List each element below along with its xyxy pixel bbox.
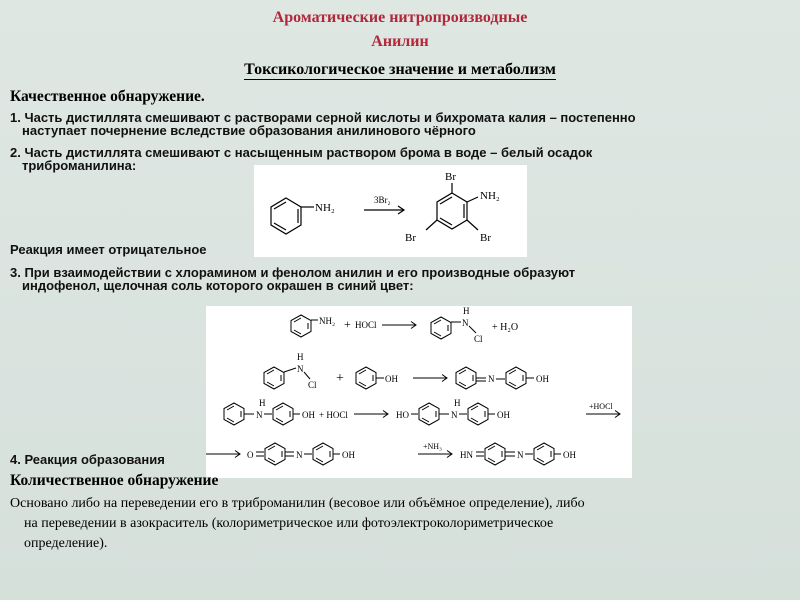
item3-line1: 3. При взаимодействии с хлорамином и фен… (10, 265, 576, 280)
item2-line2: триброманилина: (22, 158, 137, 173)
tribromoaniline-ring (425, 183, 479, 231)
reaction-note: Реакция имеет отрицательное (10, 242, 207, 257)
bromination-scheme: NH₂ 3Br₂ Br NH₂ Br Br (254, 165, 527, 257)
r1-n: N (462, 318, 469, 328)
r2-oh: OH (385, 374, 398, 384)
r3-ho: HO (396, 410, 409, 420)
item1-line1: 1. Часть дистиллята смешивают с раствора… (10, 110, 636, 125)
row4-scheme: O N OH +NH₃ HN N (205, 442, 576, 466)
r4-oh: OH (342, 450, 355, 460)
r2-n-prod: N (488, 374, 495, 384)
row3-scheme: H N OH + HOCl HO H N OH +HOCl (223, 398, 621, 426)
reagent-3br2: 3Br₂ (374, 195, 391, 205)
quant-line1: Основано либо на переведении его в трибр… (10, 496, 585, 511)
indophenol-svg: NH₂ + HOCl H N Cl + H₂O H N Cl + (205, 306, 621, 466)
r3-reagent: +HOCl (589, 402, 613, 411)
aniline-ring (270, 197, 314, 235)
r4-oh-prod: OH (563, 450, 576, 460)
row2-scheme: H N Cl + OH N OH (263, 352, 549, 390)
sub-br-right: Br (480, 232, 491, 244)
sub-br-top: Br (445, 171, 456, 183)
row1-scheme: NH₂ + HOCl H N Cl + H₂O (290, 306, 518, 344)
r3-oh: OH (302, 410, 315, 420)
r2-oh-prod: OH (536, 374, 549, 384)
r3-n-prod: N (451, 410, 458, 420)
section-title: Токсикологическое значение и метаболизм (244, 61, 556, 80)
r1-plus: + (344, 317, 351, 331)
r1-nh2: NH₂ (319, 316, 335, 326)
r3-oh-prod: OH (497, 410, 510, 420)
quant-line3: определение). (24, 536, 108, 551)
r3-n: N (256, 410, 263, 420)
r1-h: H (463, 306, 470, 316)
r2-n: N (297, 364, 304, 374)
quant-line2: на переведении в азокраситель (колоримет… (24, 516, 554, 531)
item3-line2: индофенол, щелочная соль которого окраше… (22, 278, 414, 293)
r4-o: O (247, 450, 254, 460)
r2-h: H (297, 352, 304, 362)
bromination-svg: NH₂ 3Br₂ Br NH₂ Br Br (270, 171, 500, 244)
slide-subtitle: Анилин (371, 33, 429, 50)
reaction-arrow (364, 205, 406, 215)
r4-n: N (296, 450, 303, 460)
item1-line2: наступает почернение вследствие образова… (22, 123, 476, 138)
sub-br-left: Br (405, 232, 416, 244)
r2-plus: + (336, 371, 344, 386)
r4-reagent: +NH₃ (423, 442, 442, 451)
r4-hn: HN (460, 450, 473, 460)
r3-h-prod: H (454, 398, 461, 408)
r3-plus-hocl: + HOCl (319, 410, 348, 420)
r4-n-prod: N (517, 450, 524, 460)
item4: 4. Реакция образования (10, 452, 165, 467)
r1-cl: Cl (474, 334, 483, 344)
item2-line1: 2. Часть дистиллята смешивают с насыщенн… (10, 145, 593, 160)
indophenol-scheme: NH₂ + HOCl H N Cl + H₂O H N Cl + (205, 306, 632, 478)
quantitative-heading: Количественное обнаружение (10, 472, 219, 489)
r1-h2o: + H₂O (492, 322, 518, 333)
r2-cl: Cl (308, 380, 317, 390)
slide-title: Ароматические нитропроизводные (272, 9, 528, 26)
r3-h: H (259, 398, 266, 408)
r1-hocl: HOCl (355, 320, 377, 330)
qualitative-heading: Качественное обнаружение. (10, 88, 205, 105)
reactant-nh2: NH₂ (315, 202, 335, 214)
product-nh2: NH₂ (480, 190, 500, 202)
